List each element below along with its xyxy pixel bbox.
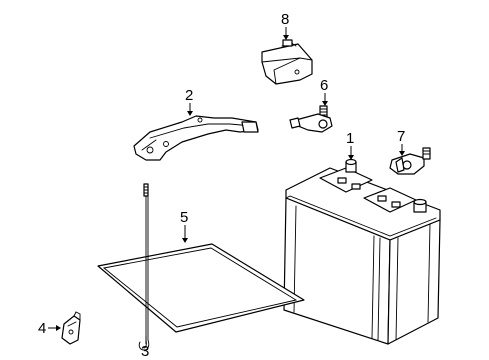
callout-2-label: 2 xyxy=(185,87,193,104)
part-8-terminal-cover xyxy=(261,39,313,85)
callout-6: 6 xyxy=(320,77,328,106)
callout-4-label: 4 xyxy=(38,320,46,337)
part-1-battery xyxy=(283,158,441,345)
callout-5-label: 5 xyxy=(180,209,188,226)
part-7-positive-terminal xyxy=(389,147,431,175)
callout-1: 1 xyxy=(346,130,354,160)
callout-6-label: 6 xyxy=(320,77,328,94)
callout-2: 2 xyxy=(185,87,193,116)
callout-7-label: 7 xyxy=(397,128,405,145)
callout-3-label: 3 xyxy=(141,343,149,360)
part-2-hold-down-bracket xyxy=(133,115,259,161)
callout-4: 4 xyxy=(38,320,61,337)
callout-1-label: 1 xyxy=(346,130,354,147)
part-4-hold-down-clip xyxy=(61,311,81,345)
part-6-negative-terminal xyxy=(289,105,333,133)
part-5-battery-tray xyxy=(97,243,305,333)
callout-7: 7 xyxy=(397,128,405,156)
callout-3: 3 xyxy=(141,336,149,360)
part-3-hold-down-rod xyxy=(138,183,150,351)
callout-8: 8 xyxy=(281,11,289,40)
callout-8-label: 8 xyxy=(281,11,289,28)
callout-5: 5 xyxy=(180,209,188,243)
